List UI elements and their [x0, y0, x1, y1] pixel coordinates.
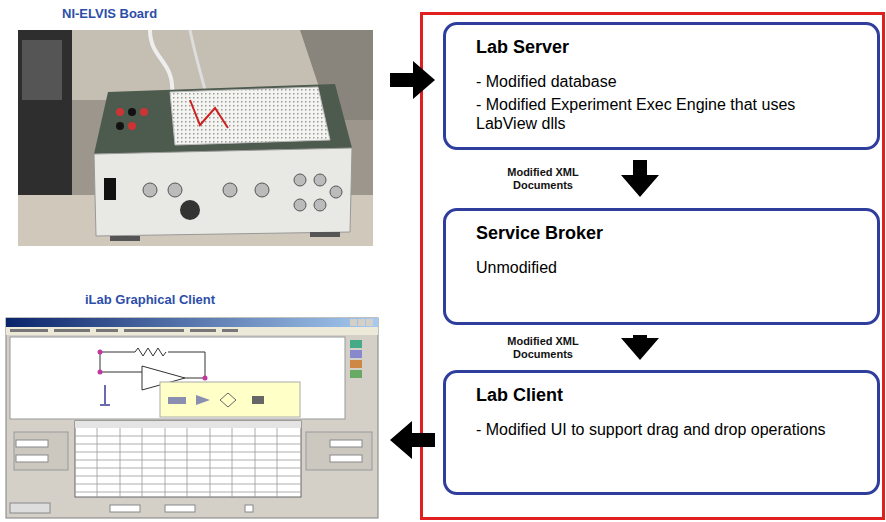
box-heading: Lab Server — [476, 36, 837, 58]
client-screenshot — [203, 376, 208, 381]
board-photo — [116, 108, 124, 116]
client-screenshot — [168, 397, 186, 404]
box-text: Unmodified — [476, 258, 837, 277]
block-arrow — [390, 421, 435, 459]
figure-heading: NI-ELVIS Board — [62, 6, 374, 22]
edge-label: Modified XML Documents — [491, 335, 595, 361]
board-photo — [180, 200, 200, 220]
board-photo — [128, 122, 136, 130]
process-box: Service BrokerUnmodified — [443, 208, 880, 325]
client-screenshot — [330, 455, 362, 462]
client-screenshot — [222, 329, 238, 332]
board-photo — [294, 174, 306, 186]
board-photo — [143, 183, 157, 197]
board-photo — [128, 108, 136, 116]
client-screenshot — [110, 505, 140, 512]
client-screenshot — [358, 319, 365, 326]
board-photo — [110, 236, 140, 241]
board-photo — [310, 232, 340, 237]
client-screenshot — [306, 432, 372, 470]
client-screenshot — [350, 370, 362, 378]
client-screenshot — [350, 340, 362, 348]
client-screenshot — [160, 382, 300, 417]
edge-label: Modified XML Documents — [491, 166, 595, 192]
client-screenshot — [6, 318, 378, 518]
client-screenshot — [366, 319, 373, 326]
client-screenshot — [100, 385, 110, 405]
client-screenshot — [135, 348, 166, 356]
client-screenshot — [16, 440, 48, 447]
process-box: Lab Server - Modified database - Modified … — [443, 22, 880, 150]
board-photo — [104, 178, 116, 200]
client-screenshot — [350, 350, 362, 358]
client-screenshot — [10, 503, 50, 513]
box-text: - Modified UI to support drag and drop o… — [476, 420, 837, 439]
board-photo — [168, 183, 182, 197]
board-photo — [18, 30, 373, 246]
box-heading: Service Broker — [476, 222, 837, 244]
box-text: - Modified Experiment Exec Engine that u… — [476, 95, 837, 133]
board-photo-node: NI-ELVIS Board — [18, 6, 374, 246]
client-screenshot — [75, 421, 301, 428]
red-bracket — [422, 14, 884, 519]
client-screenshot — [98, 370, 103, 375]
board-photo — [314, 174, 326, 186]
client-screenshot — [252, 396, 264, 404]
client-screenshot — [75, 421, 301, 497]
board-photo — [94, 148, 352, 236]
client-screenshot — [245, 505, 253, 512]
client-screenshot — [330, 440, 362, 447]
client-screenshot — [6, 318, 378, 327]
client-screenshot — [6, 327, 378, 335]
board-photo — [94, 84, 352, 154]
block-arrow — [621, 335, 659, 360]
figure-heading: iLab Graphical Client — [85, 292, 380, 308]
board-photo — [18, 30, 373, 246]
client-screenshot — [54, 329, 90, 332]
client-screenshot — [350, 360, 362, 368]
box-heading: Lab Client — [476, 384, 837, 406]
client-screenshot — [165, 505, 195, 512]
client-screenshot — [350, 319, 357, 326]
client-screenshot — [14, 432, 68, 470]
board-photo — [223, 183, 237, 197]
board-photo — [330, 186, 342, 198]
process-box: Lab Client - Modified UI to support drag … — [443, 370, 880, 495]
block-arrow — [621, 160, 659, 197]
board-photo — [314, 199, 326, 211]
board-photo — [190, 100, 228, 128]
client-screenshot — [98, 350, 103, 355]
box-text: - Modified database — [476, 72, 837, 91]
board-photo — [170, 87, 330, 145]
client-screenshot — [220, 393, 236, 407]
client-screenshot — [196, 395, 210, 405]
board-photo — [255, 183, 269, 197]
client-screenshot — [124, 329, 184, 332]
board-photo — [116, 122, 124, 130]
board-photo — [190, 30, 205, 90]
client-screenshot — [10, 329, 48, 332]
client-screenshot-node: iLab Graphical Client — [5, 292, 380, 520]
client-screenshot — [75, 428, 301, 497]
board-photo — [22, 40, 62, 100]
board-photo — [140, 108, 148, 116]
board-photo — [294, 199, 306, 211]
client-screenshot — [190, 329, 216, 332]
block-arrow — [390, 61, 435, 99]
board-photo — [150, 30, 172, 95]
client-screenshot — [6, 318, 378, 518]
client-screenshot — [16, 455, 48, 462]
client-screenshot — [96, 329, 118, 332]
client-screenshot — [10, 337, 345, 419]
